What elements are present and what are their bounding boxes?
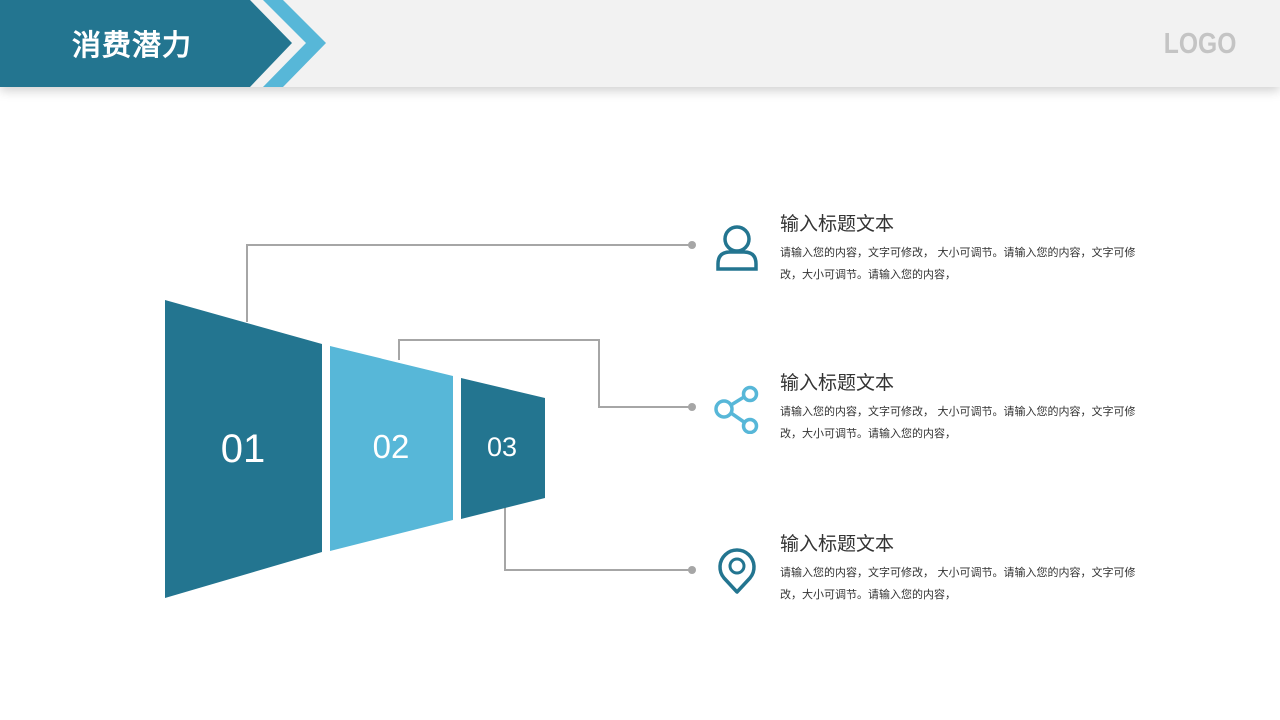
item-body: 请输入您的内容，文字可修改， 大小可调节。请输入您的内容，文字可修改，大小可调节… [780, 246, 1136, 281]
connector-dot-2 [688, 403, 696, 411]
item-body: 请输入您的内容，文字可修改， 大小可调节。请输入您的内容，文字可修改，大小可调节… [780, 405, 1136, 440]
list-item: 输入标题文本 请输入您的内容，文字可修改， 大小可调节。请输入您的内容，文字可修… [780, 369, 1140, 445]
connector-line-1 [246, 244, 692, 322]
connector-line-2 [398, 339, 692, 408]
connector-dot-1 [688, 241, 696, 249]
logo: LOGO [1163, 28, 1236, 60]
header-bar: 消费潜力 LOGO [0, 0, 1280, 87]
title-banner [0, 0, 326, 87]
list-item: 输入标题文本 请输入您的内容，文字可修改， 大小可调节。请输入您的内容，文字可修… [780, 530, 1140, 606]
user-icon [716, 225, 758, 271]
funnel-segment-3 [461, 378, 545, 519]
item-title: 输入标题文本 [780, 533, 895, 555]
funnel-label-1: 01 [221, 427, 266, 471]
item-title: 输入标题文本 [780, 372, 895, 394]
funnel-segment-2 [330, 346, 453, 551]
funnel-label-3: 03 [487, 432, 517, 462]
connector-dot-3 [688, 566, 696, 574]
connector-line-3 [504, 506, 692, 571]
funnel-segment-1 [165, 300, 322, 598]
share-icon [714, 385, 759, 434]
connector-lines [246, 244, 692, 571]
item-body: 请输入您的内容，文字可修改， 大小可调节。请输入您的内容，文字可修改，大小可调节… [780, 566, 1136, 601]
funnel-label-2: 02 [373, 428, 410, 465]
item-title: 输入标题文本 [780, 213, 895, 235]
location-pin-icon [718, 548, 756, 594]
page-title: 消费潜力 [72, 28, 193, 62]
list-item: 输入标题文本 请输入您的内容，文字可修改， 大小可调节。请输入您的内容，文字可修… [780, 210, 1140, 286]
